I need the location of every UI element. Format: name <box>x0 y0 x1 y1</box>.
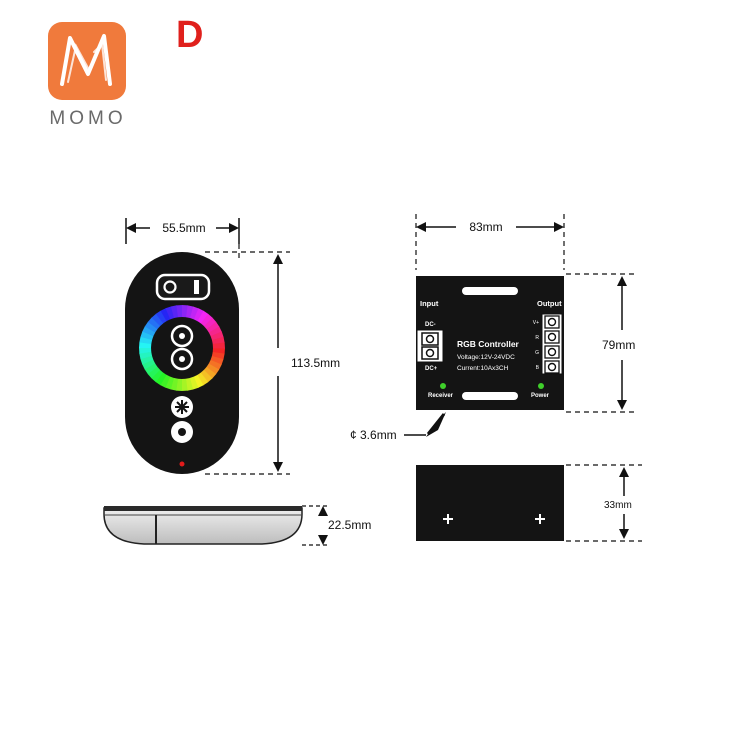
color-wheel-segment <box>185 377 194 391</box>
brand-logo <box>48 22 126 100</box>
remote-width-label: 55.5mm <box>162 221 205 235</box>
output-pin-screw <box>547 362 557 372</box>
color-touch-wheel <box>139 305 225 391</box>
remote-front <box>125 252 239 474</box>
remote-width-dimension: 55.5mm <box>125 218 240 258</box>
color-wheel-segment <box>147 366 161 379</box>
color-wheel-segment <box>155 310 167 324</box>
controller-width-dimension: 83mm <box>415 214 565 270</box>
color-wheel-segment <box>181 378 188 391</box>
color-wheel-segment <box>147 317 161 330</box>
output-pin-label: B <box>536 365 540 371</box>
color-wheel-segment <box>203 366 217 379</box>
hole-diameter-label: ¢ 3.6mm <box>350 428 397 442</box>
output-pin-label: V+ <box>533 320 539 326</box>
color-wheel-segment <box>140 331 154 340</box>
output-pin-screw <box>547 347 557 357</box>
remote-height-dimension: 113.5mm <box>205 251 340 475</box>
color-wheel-segment <box>160 308 171 322</box>
color-wheel-segment <box>193 308 204 322</box>
color-wheel-segment <box>170 305 179 319</box>
color-wheel-segment <box>211 336 225 345</box>
color-wheel-segment <box>176 305 183 318</box>
dc-plus-label: DC+ <box>425 366 438 372</box>
color-wheel-segment <box>165 376 174 390</box>
indicator-led <box>179 461 185 467</box>
color-wheel-segment <box>190 306 199 320</box>
color-wheel-segment <box>144 363 158 375</box>
color-wheel-segment <box>151 313 164 327</box>
controller-width-label: 83mm <box>469 220 502 234</box>
output-pin-socket <box>544 315 560 329</box>
color-wheel-segment <box>139 336 153 344</box>
output-pins: V+ R G B <box>533 315 560 374</box>
color-wheel-segment <box>212 342 225 349</box>
color-wheel-segment <box>208 326 222 337</box>
hole-callout: ¢ 3.6mm <box>350 412 446 442</box>
color-wheel-segment <box>200 369 213 383</box>
color-wheel-segment <box>139 347 152 354</box>
voltage-spec: Voltage:12V-24VDC <box>457 354 515 361</box>
up-button <box>170 324 194 348</box>
color-wheel-segment <box>186 305 194 319</box>
output-terminal <box>541 313 563 375</box>
controller-depth-label: 33mm <box>604 500 632 511</box>
remote-thickness-dimension: 22.5mm <box>302 505 371 546</box>
controller-title: RGB Controller <box>457 339 520 349</box>
color-wheel-segment <box>206 363 220 375</box>
color-wheel-segment <box>144 321 158 333</box>
color-wheel-segment <box>197 310 209 324</box>
color-wheel-segment <box>210 356 224 365</box>
remote-height-label: 113.5mm <box>291 356 340 370</box>
dc-minus-label: DC- <box>425 322 436 328</box>
controller-height-dimension: 79mm <box>566 273 636 413</box>
color-wheel-segment <box>170 377 178 391</box>
current-spec: Current:10Ax3CH <box>457 365 509 372</box>
receiver-label: Receiver <box>428 393 454 399</box>
remote-thickness-label: 22.5mm <box>328 518 371 532</box>
input-label: Input <box>420 299 439 308</box>
color-wheel-segment <box>197 372 209 386</box>
controller-height-label: 79mm <box>602 338 635 352</box>
down-button <box>170 347 194 371</box>
controller-depth-dimension: 33mm <box>566 464 642 542</box>
color-wheel-segment <box>142 359 156 370</box>
output-pin-label: R <box>535 335 539 341</box>
color-wheel-segment <box>151 369 164 383</box>
color-wheel-segment <box>139 351 153 360</box>
color-wheel-segment <box>203 317 217 330</box>
receiver-led <box>440 383 446 389</box>
controller-side <box>416 465 564 541</box>
power-led <box>538 383 544 389</box>
color-wheel-segment <box>142 326 156 337</box>
power-label: Power <box>531 393 550 399</box>
output-pin-socket <box>544 345 560 359</box>
color-wheel-segment <box>193 374 204 388</box>
variant-letter: D <box>176 14 204 56</box>
color-wheel-segment <box>200 313 213 327</box>
color-wheel-segment <box>155 372 167 386</box>
output-pin-socket <box>544 360 560 374</box>
output-pin-screw <box>547 332 557 342</box>
remote-side <box>103 506 303 545</box>
output-pin-socket <box>544 330 560 344</box>
controller-front: Input Output DC- DC+ RGB Controller Volt… <box>416 276 564 410</box>
output-pin-label: G <box>535 350 539 356</box>
brand-name: MOMO <box>49 108 127 129</box>
output-label: Output <box>537 299 562 308</box>
color-wheel-segment <box>206 321 220 333</box>
output-pin-screw <box>547 317 557 327</box>
color-wheel-segment <box>211 352 225 360</box>
color-wheel-segment <box>208 359 222 370</box>
color-wheel-segment <box>160 374 171 388</box>
